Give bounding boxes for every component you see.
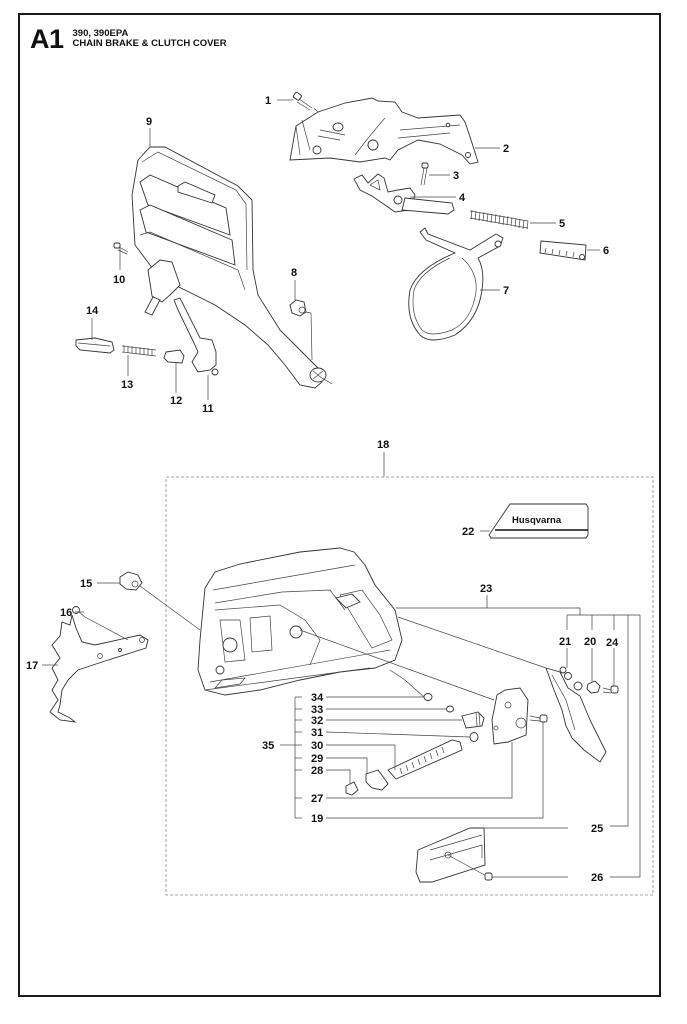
callout-30: 30 — [311, 740, 323, 752]
callout-17: 17 — [26, 660, 38, 672]
callout-29: 29 — [311, 753, 323, 765]
callout-25: 25 — [591, 823, 603, 835]
part-15-nut — [119, 571, 143, 591]
callout-7: 7 — [503, 285, 509, 297]
callout-20: 20 — [584, 636, 596, 648]
part-12-plunger — [163, 349, 185, 364]
part-26-screw — [447, 854, 493, 881]
callout-5: 5 — [559, 218, 565, 230]
callout-22: 22 — [462, 526, 474, 538]
callout-14: 14 — [86, 305, 99, 317]
decal-brand-text: Husqvarna — [512, 515, 562, 526]
callout-21: 21 — [559, 636, 571, 648]
title-block: 390, 390EPA CHAIN BRAKE & CLUTCH COVER — [73, 29, 227, 49]
part-9-kickback-guard — [131, 146, 333, 389]
callout-10: 10 — [113, 274, 125, 286]
part-28-gear — [345, 781, 359, 796]
callout-24: 24 — [606, 637, 619, 649]
part-33-washer — [446, 705, 454, 713]
callouts: 1 2 3 4 5 6 7 8 9 10 11 12 13 14 15 16 1… — [26, 95, 619, 884]
part-9-lever-detail — [144, 259, 181, 316]
callout-13: 13 — [121, 379, 133, 391]
callout-1: 1 — [265, 95, 271, 107]
diagram-title: CHAIN BRAKE & CLUTCH COVER — [72, 38, 227, 49]
callout-35: 35 — [262, 740, 274, 752]
leader-lines — [42, 99, 641, 878]
part-30-tensioner-screw — [387, 739, 463, 780]
part-11-lever — [173, 297, 219, 376]
part-2-brake-housing — [289, 97, 479, 165]
part-34-washer — [423, 693, 433, 701]
page-frame — [18, 13, 661, 997]
section-code: A1 — [30, 24, 64, 54]
part-31-o-ring — [469, 732, 479, 742]
part-1-screw — [292, 91, 313, 111]
callout-9: 9 — [146, 116, 152, 128]
part-6-spring-holder — [539, 240, 587, 261]
part-17-bumper-spike — [49, 614, 149, 723]
part-5-spring — [469, 209, 529, 230]
callout-31: 31 — [311, 727, 323, 739]
part-7-brake-band — [408, 227, 504, 341]
part-22-decal: Husqvarna — [488, 503, 589, 539]
part-20-nut — [586, 680, 601, 694]
callout-11: 11 — [202, 403, 214, 415]
callout-16: 16 — [60, 607, 72, 619]
callout-27: 27 — [311, 793, 323, 805]
callout-19: 19 — [311, 813, 323, 825]
callout-23: 23 — [480, 583, 492, 595]
callout-12: 12 — [170, 395, 182, 407]
part-13-spring — [121, 345, 157, 357]
part-23-chain-catcher — [545, 667, 607, 763]
part-10-screw — [113, 242, 129, 255]
part-21-washer — [559, 666, 567, 674]
part-27-plate — [491, 687, 529, 745]
part-18-clutch-cover — [197, 547, 403, 696]
callout-6: 6 — [603, 245, 609, 257]
model-numbers: 390, 390EPA — [72, 28, 129, 39]
callout-18: 18 — [377, 439, 389, 451]
callout-15: 15 — [80, 578, 92, 590]
assembly-18-boundary — [165, 476, 654, 896]
callout-34: 34 — [311, 692, 324, 704]
callout-2: 2 — [503, 143, 509, 155]
callout-4: 4 — [459, 192, 466, 204]
part-8-nut — [289, 299, 307, 317]
callout-32: 32 — [311, 715, 323, 727]
part-19-screw — [529, 714, 548, 723]
part-4-brake-lever — [353, 173, 455, 215]
header: A1 390, 390EPA CHAIN BRAKE & CLUTCH COVE… — [30, 26, 227, 53]
part-25-chain-guide-plate — [415, 827, 486, 883]
part-3-screw — [420, 162, 429, 186]
callout-26: 26 — [591, 872, 603, 884]
callout-3: 3 — [453, 170, 459, 182]
callout-33: 33 — [311, 704, 323, 716]
part-32-gear — [461, 711, 485, 729]
part-29-nut — [365, 769, 389, 791]
part-14-cover — [75, 337, 115, 354]
callout-8: 8 — [291, 267, 297, 279]
part-24-screw — [602, 685, 619, 694]
callout-28: 28 — [311, 765, 323, 777]
